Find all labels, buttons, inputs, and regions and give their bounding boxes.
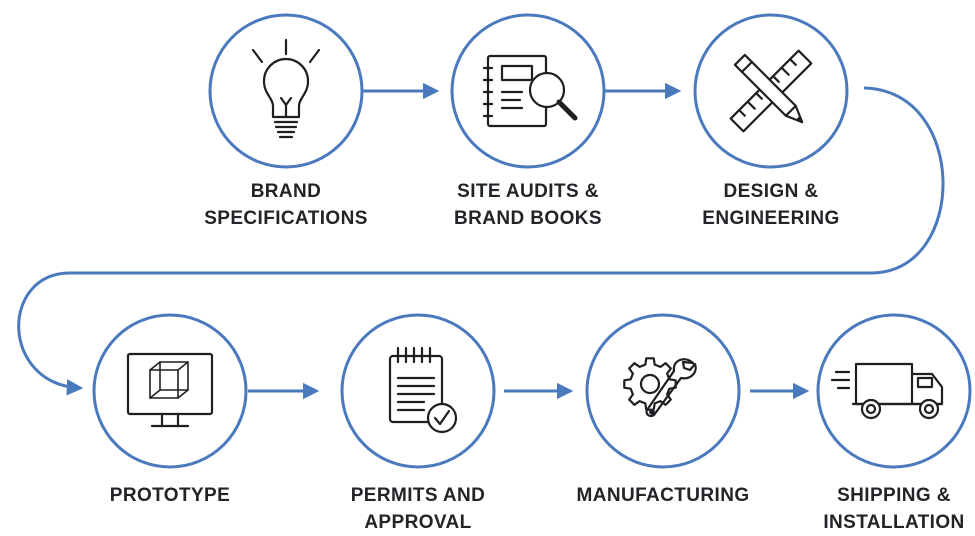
step-circle-1 <box>208 13 364 169</box>
step-circle-2 <box>450 13 606 169</box>
notebook-search-icon <box>482 54 578 128</box>
connector-curve-3-4 <box>17 86 945 396</box>
step-label-design-engineering: DESIGN &ENGINEERING <box>702 181 840 229</box>
step-label-prototype: PROTOTYPE <box>109 485 231 506</box>
clipboard-check-icon <box>388 346 458 434</box>
step-label-manufacturing: MANUFACTURING <box>576 485 750 506</box>
step-label-shipping-installation: SHIPPING &INSTALLATION <box>823 485 965 533</box>
monitor-cube-icon <box>126 352 214 428</box>
pencil-ruler-icon <box>729 49 813 133</box>
lightbulb-icon <box>251 38 321 139</box>
step-circle-7 <box>816 313 972 469</box>
step-circle-6 <box>585 313 741 469</box>
step-label-site-audits: SITE AUDITS &BRAND BOOKS <box>454 181 602 229</box>
delivery-truck-icon <box>830 362 944 420</box>
step-circle-4 <box>92 313 248 469</box>
gear-wrench-icon <box>623 357 697 418</box>
step-circle-5 <box>340 313 496 469</box>
